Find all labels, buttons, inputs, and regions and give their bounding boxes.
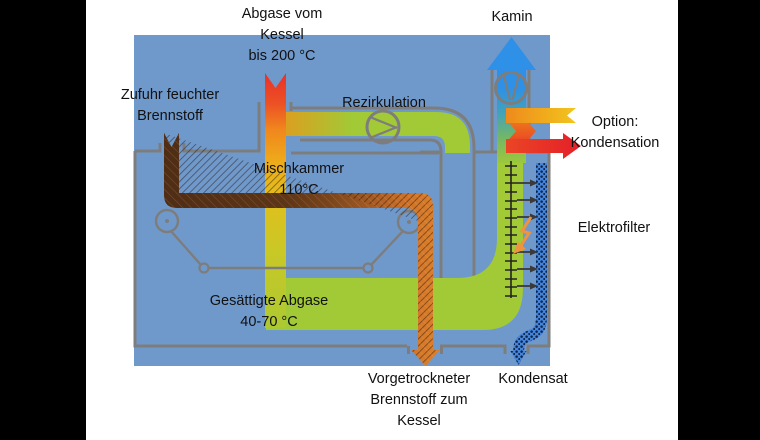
electrofilter-electrode bbox=[505, 161, 538, 298]
chimney-fan-icon bbox=[494, 71, 528, 105]
letterbox-right bbox=[678, 0, 760, 440]
recirculation-duct bbox=[280, 112, 470, 153]
recirculation-fan-icon bbox=[365, 109, 401, 145]
letterbox-left bbox=[0, 0, 86, 440]
heat-exchanger-arrows bbox=[506, 108, 581, 159]
coolant-out-arrow bbox=[506, 133, 581, 159]
fuel-texture bbox=[164, 133, 440, 366]
coolant-in-arrow bbox=[506, 108, 576, 123]
label-saturated-gas: Gesättigte Abgase 40-70 °C bbox=[209, 293, 329, 330]
label-condensation-option: Option: Kondensation bbox=[570, 114, 660, 151]
saturated-gas-duct bbox=[266, 163, 523, 330]
label-mixing-chamber: Mischkammer 110°C bbox=[253, 161, 345, 198]
label-electrofilter: Elektrofilter bbox=[577, 220, 651, 236]
label-fuel-in: Zufuhr feuchter Brennstoff bbox=[120, 87, 220, 124]
label-recirculation: Rezirkulation bbox=[342, 95, 426, 111]
lightning-icon bbox=[513, 216, 533, 254]
label-condensate: Kondensat bbox=[498, 371, 568, 387]
condensate-stream bbox=[510, 163, 547, 365]
plant-outline bbox=[133, 67, 551, 354]
label-chimney: Kamin bbox=[491, 9, 533, 25]
field-arrows bbox=[517, 179, 538, 290]
fuel-path bbox=[164, 133, 440, 366]
label-flue-gas: Abgase vom Kessel bis 200 °C bbox=[241, 6, 323, 64]
label-fuel-out: Vorgetrockneter Brennstoff zum Kessel bbox=[367, 371, 471, 429]
